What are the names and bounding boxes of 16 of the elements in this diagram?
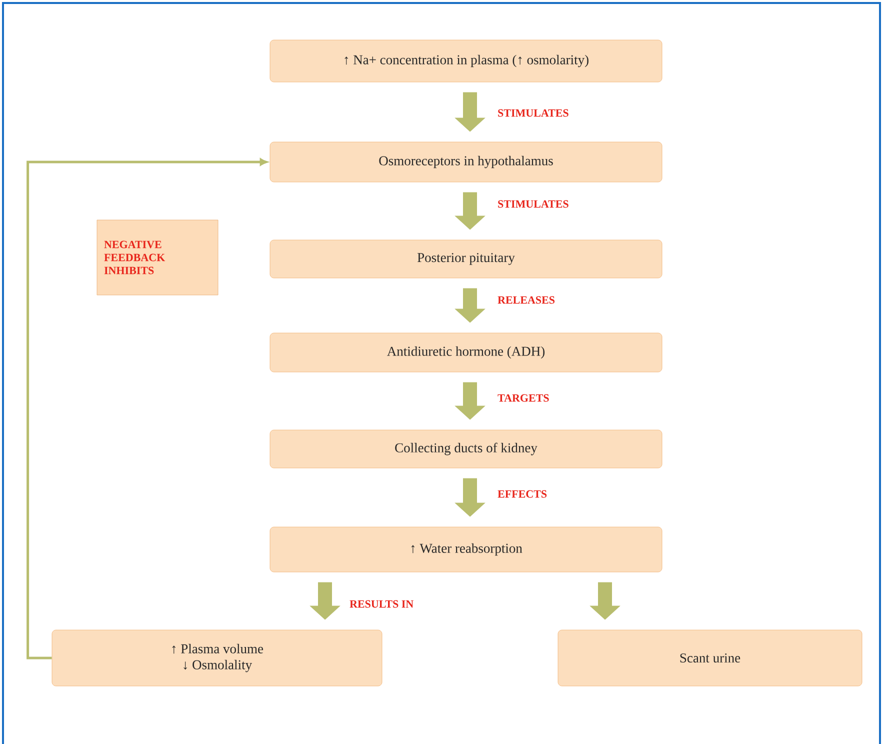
note-box: NEGATIVE FEEDBACK INHIBITS <box>96 220 218 296</box>
process-box: Antidiuretic hormone (ADH) <box>270 332 662 372</box>
process-box: Osmoreceptors in hypothalamus <box>270 142 662 182</box>
process-box: ↑ Na+ concentration in plasma (↑ osmolarity) <box>270 40 662 82</box>
process-box: Scant urine <box>558 630 862 686</box>
process-box: ↑ Plasma volume ↓ Osmolality <box>52 630 382 686</box>
edge-label: STIMULATES <box>498 200 568 208</box>
feedback-arrow <box>26 158 268 660</box>
process-box: Collecting ducts of kidney <box>270 430 662 468</box>
process-box: Posterior pituitary <box>270 240 662 278</box>
process-box: ↑ Water reabsorption <box>270 526 662 572</box>
edge-label: TARGETS <box>498 394 549 402</box>
edge-label: RESULTS IN <box>350 600 414 608</box>
edge-label: STIMULATES <box>498 109 568 117</box>
edge-label: RELEASES <box>498 296 555 304</box>
edge-label: EFFECTS <box>498 490 547 498</box>
